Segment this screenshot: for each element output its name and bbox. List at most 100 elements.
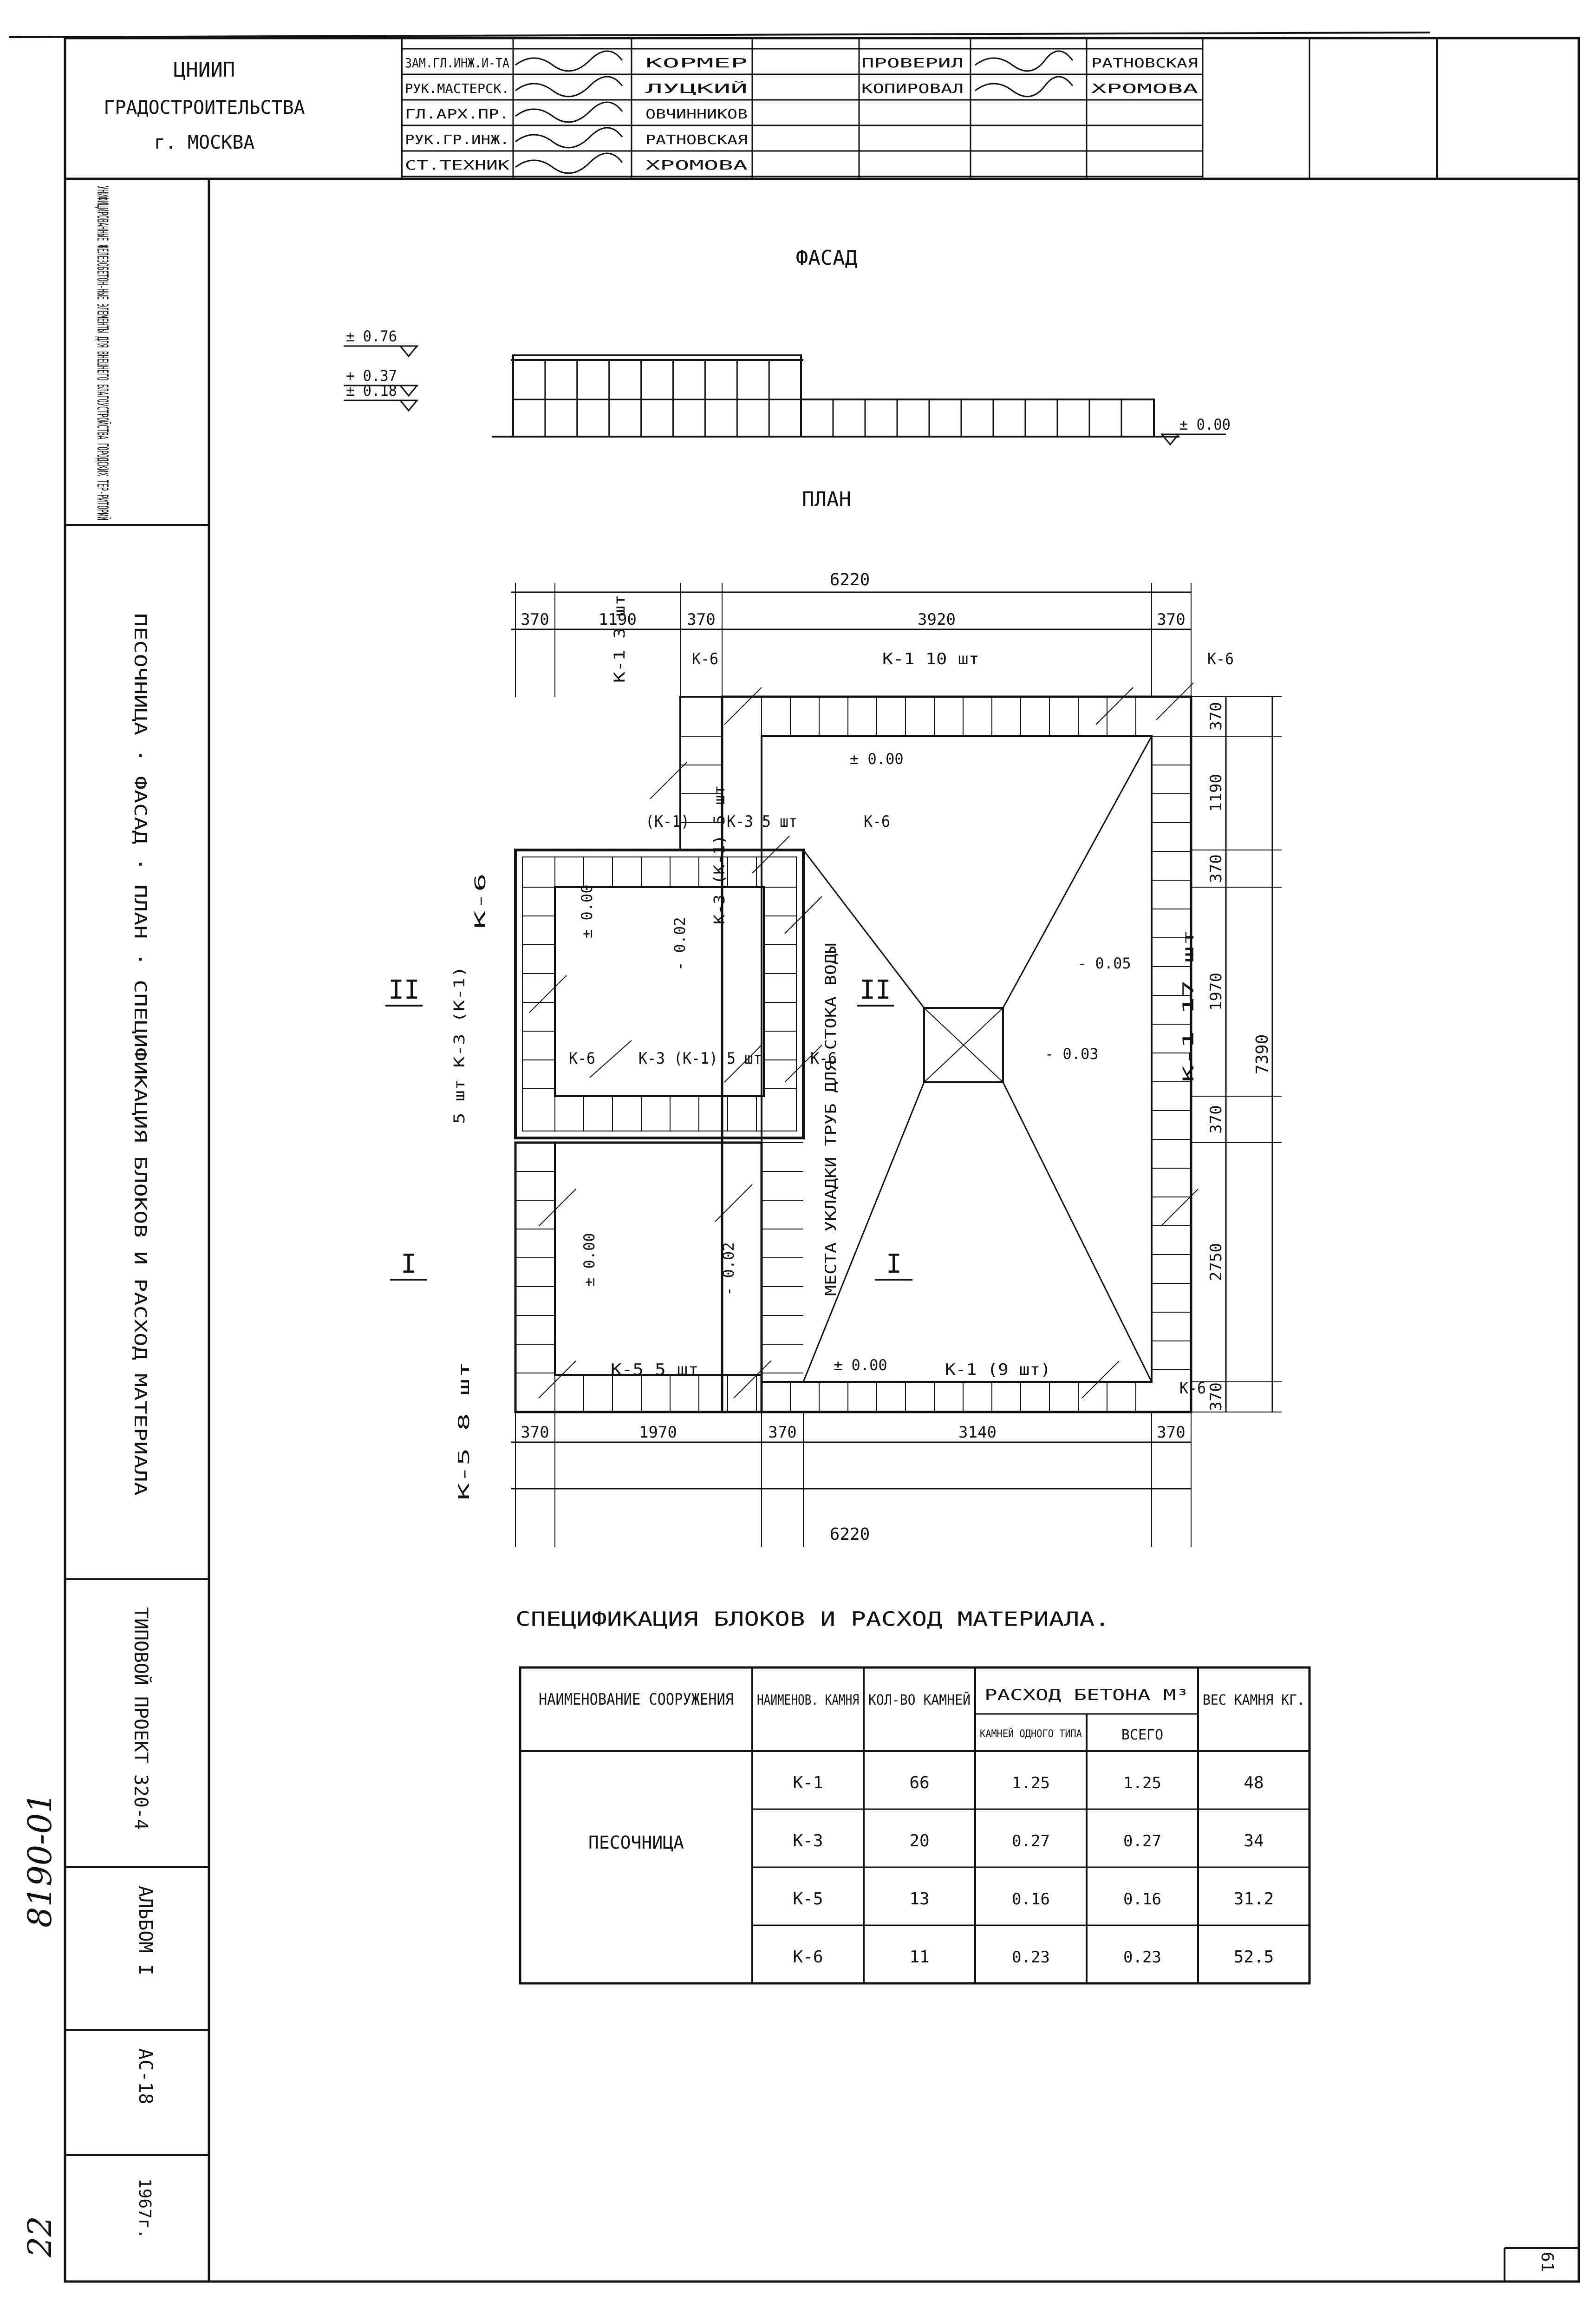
- concrete-per-type: 1.25: [1012, 1774, 1050, 1792]
- leader-line: [1156, 682, 1194, 720]
- leader-line: [1160, 1189, 1199, 1227]
- signature-name: ОВЧИННИКОВ: [645, 106, 748, 122]
- signature-name: КОРМЕР: [645, 55, 748, 71]
- signature-role: РУК.МАСТЕРСК.: [405, 81, 509, 96]
- dimension-value: 370: [521, 610, 549, 629]
- stone-name: К-1: [793, 1773, 823, 1792]
- section-mark: I: [886, 1249, 902, 1279]
- stone-weight: 31.2: [1234, 1890, 1274, 1909]
- dimension-value: 1970: [639, 1423, 677, 1442]
- series-title: УНИФИЦИРОВАННЫЕ ЖЕЛЕЗОБЕТОН-НЫЕ ЭЛЕМЕНТЫ…: [94, 186, 111, 520]
- concrete-total: 0.16: [1123, 1890, 1161, 1909]
- plan-label: К-1 17 шт: [1179, 929, 1197, 1082]
- facade-title: ФАСАД: [796, 246, 857, 270]
- plan-label: К-1 3 шт: [611, 595, 628, 683]
- stone-count: 20: [909, 1831, 929, 1850]
- hdr-structure: НАИМЕНОВАНИЕ СООРУЖЕНИЯ: [539, 1690, 734, 1709]
- hdr-weight: ВЕС КАМНЯ КГ.: [1203, 1692, 1305, 1708]
- level-mark: - 0.02: [671, 917, 689, 971]
- hdr-stone: НАИМЕНОВ. КАМНЯ: [757, 1692, 859, 1708]
- dimension-value: 370: [687, 610, 715, 629]
- level-triangle-icon: [398, 385, 419, 397]
- stone-count: 66: [909, 1773, 929, 1792]
- stone-weight: 48: [1244, 1773, 1264, 1792]
- structure-name: ПЕСОЧНИЦА: [588, 1832, 684, 1853]
- plan-label: МЕСТА УКЛАДКИ ТРУБ ДЛЯ СТОКА ВОДЫ: [822, 943, 840, 1296]
- hdr-total: ВСЕГО: [1121, 1727, 1163, 1743]
- concrete-total: 1.25: [1123, 1774, 1161, 1792]
- check-scribble: [975, 76, 1074, 98]
- hdr-per-type: КАМНЕЙ ОДНОГО ТИПА: [980, 1728, 1082, 1740]
- sheet-title: ПЕСОЧНИЦА · ФАСАД · ПЛАН · СПЕЦИФИКАЦИЯ …: [130, 613, 150, 1496]
- check-role: ПРОВЕРИЛ: [861, 55, 964, 71]
- concrete-per-type: 0.23: [1012, 1948, 1050, 1967]
- plan-label: 5 шт К-3 (К-1): [450, 966, 468, 1124]
- signature-role: ЗАМ.ГЛ.ИНЖ.И-ТА: [405, 55, 509, 71]
- dimension-value: 370: [768, 1423, 796, 1442]
- dimension-value: 370: [1157, 1423, 1185, 1442]
- dimension-value: 370: [1207, 1105, 1225, 1133]
- level-triangle-icon: [398, 345, 419, 358]
- stone-name: К-6: [793, 1948, 823, 1967]
- dimension-value: 7390: [1253, 1034, 1272, 1075]
- plan-label: К-6: [471, 873, 489, 929]
- check-role: КОПИРОВАЛ: [861, 81, 964, 96]
- org-line1: ЦНИИП: [174, 58, 235, 82]
- level-mark: ± 0.00: [850, 750, 904, 768]
- leader-line: [1095, 687, 1133, 725]
- dimension-value: 2750: [1207, 1243, 1225, 1281]
- sheet-frame: [9, 32, 1580, 2283]
- plan-label: К-5 5 шт: [611, 1360, 699, 1379]
- plan-title: ПЛАН: [802, 488, 851, 511]
- plan-label: К-5 8 шт: [455, 1361, 473, 1500]
- section-mark: I: [401, 1249, 417, 1279]
- plan-label: К-6: [1207, 650, 1234, 668]
- dimension-value: 3920: [918, 610, 956, 629]
- year-label: 1967г.: [135, 2178, 154, 2239]
- stone-weight: 34: [1244, 1831, 1264, 1850]
- dimension-value: 6220: [830, 1525, 870, 1544]
- concrete-total: 0.27: [1123, 1832, 1161, 1850]
- dimension-value: 3140: [958, 1423, 997, 1442]
- signature-scribble: [515, 127, 623, 149]
- concrete-per-type: 0.16: [1012, 1890, 1050, 1909]
- level-mark: + 0.37: [346, 367, 397, 385]
- project-title: ТИПОВОЙ ПРОЕКТ 320-4: [130, 1607, 152, 1830]
- leader-line: [650, 761, 688, 799]
- leader-line: [724, 687, 762, 725]
- plan-label: К-3 (К-1) 5 шт: [638, 1049, 762, 1068]
- side-labels: УНИФИЦИРОВАННЫЕ ЖЕЛЕЗОБЕТОН-НЫЕ ЭЛЕМЕНТЫ…: [21, 186, 209, 2258]
- signature-scribble: [515, 101, 623, 123]
- check-scribble: [975, 50, 1074, 72]
- level-mark: ± 0.18: [346, 382, 397, 399]
- leader-line: [784, 896, 822, 934]
- check-name: ХРОМОВА: [1091, 81, 1198, 96]
- dimension-value: 370: [1207, 854, 1225, 883]
- leader-line: [529, 975, 567, 1013]
- stone-name: К-5: [793, 1890, 823, 1909]
- level-triangle-icon: [1160, 433, 1180, 446]
- signature-scribble: [515, 152, 623, 174]
- section-mark: II: [388, 975, 419, 1005]
- spec-table: СПЕЦИФИКАЦИЯ БЛОКОВ И РАСХОД МАТЕРИАЛА. …: [515, 1608, 1311, 1985]
- spec-title: СПЕЦИФИКАЦИЯ БЛОКОВ И РАСХОД МАТЕРИАЛА.: [515, 1608, 1110, 1630]
- concrete-per-type: 0.27: [1012, 1832, 1050, 1850]
- stone-weight: 52.5: [1234, 1948, 1274, 1967]
- dimension-value: 1190: [599, 610, 637, 629]
- leader-line: [724, 1045, 762, 1083]
- dimension-value: 370: [521, 1423, 549, 1442]
- leader-line: [538, 1189, 576, 1227]
- plan-label: (К-1): [645, 812, 690, 831]
- level-mark: ± 0.00: [580, 1233, 598, 1287]
- concrete-total: 0.23: [1123, 1948, 1161, 1967]
- leader-line: [733, 1360, 771, 1399]
- plan-label: К-3 5 шт: [727, 812, 797, 831]
- leader-line: [589, 1040, 632, 1078]
- signature-scribble: [515, 50, 623, 72]
- signature-name: РАТНОВСКАЯ: [645, 132, 748, 147]
- signature-role: СТ.ТЕХНИК: [405, 157, 509, 173]
- leader-line: [538, 1360, 576, 1399]
- signature-role: РУК.ГР.ИНЖ.: [405, 132, 509, 147]
- plan-label: К-6: [1179, 1379, 1206, 1398]
